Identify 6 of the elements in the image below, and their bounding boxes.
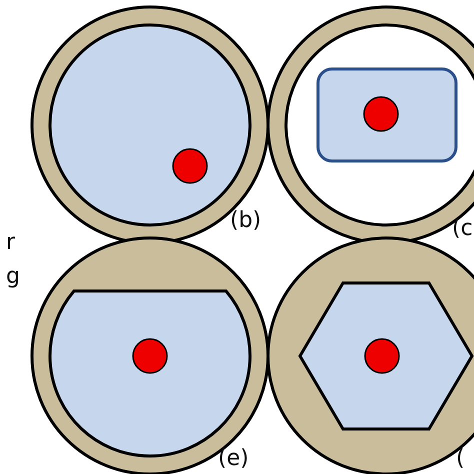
panel-label: (b): [230, 210, 262, 232]
panel-label: (e): [218, 448, 249, 470]
panel-label: g: [6, 266, 20, 288]
panel-label: (c: [452, 218, 473, 240]
panel-label: (: [456, 448, 465, 470]
panel-label: r: [6, 232, 16, 254]
